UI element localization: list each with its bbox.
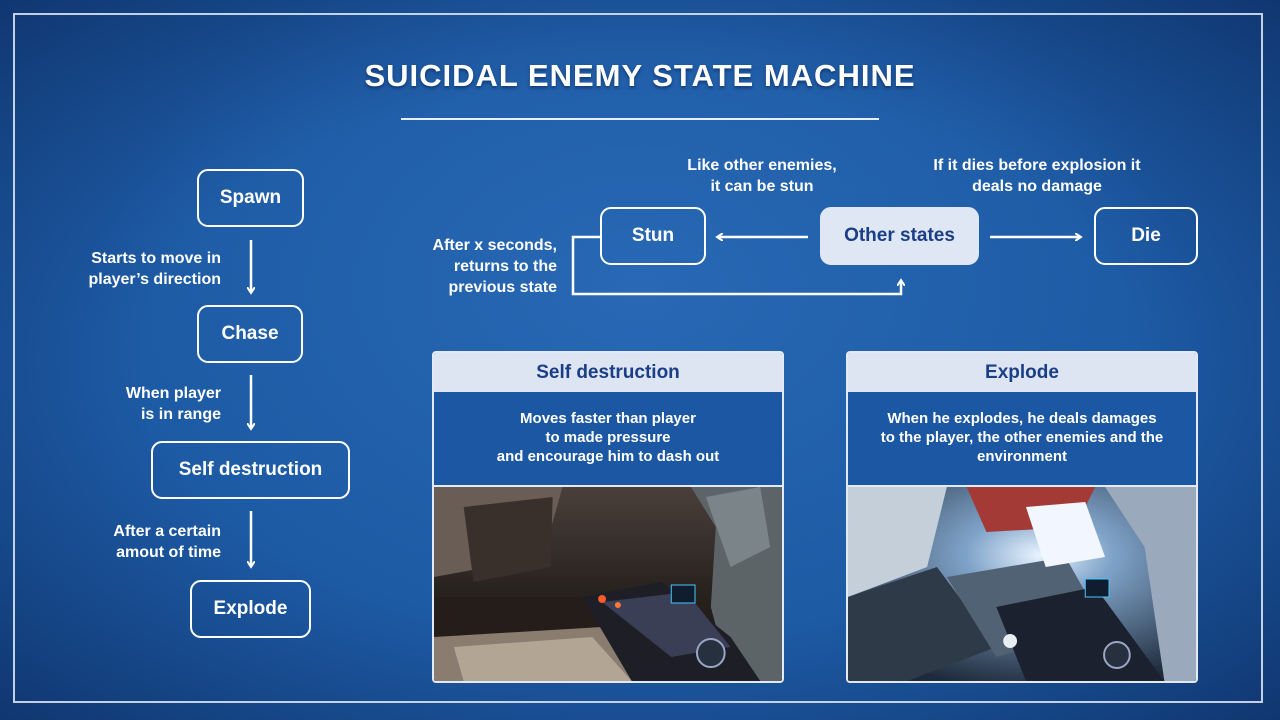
title-underline	[401, 118, 879, 120]
card-description: When he explodes, he deals damages to th…	[880, 410, 1164, 465]
card-header: Self destruction	[434, 353, 782, 392]
arrow-stun-return	[571, 235, 901, 296]
page-title: SUICIDAL ENEMY STATE MACHINE	[364, 58, 916, 93]
note-die: If it dies before explosion it deals no …	[933, 157, 1141, 195]
transition-label-spawn-chase: Starts to move in player’s direction	[88, 250, 222, 288]
state-other-states: Other states	[820, 207, 979, 265]
state-self-destruction: Self destruction	[151, 441, 350, 499]
card-self-destruction: Self destruction Moves faster than playe…	[432, 351, 784, 683]
blueprint-frame	[13, 13, 1263, 703]
transition-label-chase-self: When player is in range	[125, 385, 221, 423]
card-explode: Explode When he explodes, he deals damag…	[846, 351, 1198, 683]
card-header: Explode	[848, 353, 1196, 392]
state-stun: Stun	[600, 207, 706, 265]
transition-label-self-explode: After a certain amout of time	[113, 523, 221, 561]
state-explode: Explode	[190, 580, 311, 638]
gameplay-screenshot-self-destruction	[434, 485, 782, 681]
note-return: After x seconds, returns to the previous…	[432, 237, 557, 296]
state-chase: Chase	[197, 305, 303, 363]
note-stun: Like other enemies, it can be stun	[687, 157, 837, 195]
card-description: Moves faster than player to made pressur…	[496, 410, 720, 465]
state-spawn: Spawn	[197, 169, 304, 227]
state-die: Die	[1094, 207, 1198, 265]
gameplay-screenshot-explode	[848, 485, 1196, 681]
